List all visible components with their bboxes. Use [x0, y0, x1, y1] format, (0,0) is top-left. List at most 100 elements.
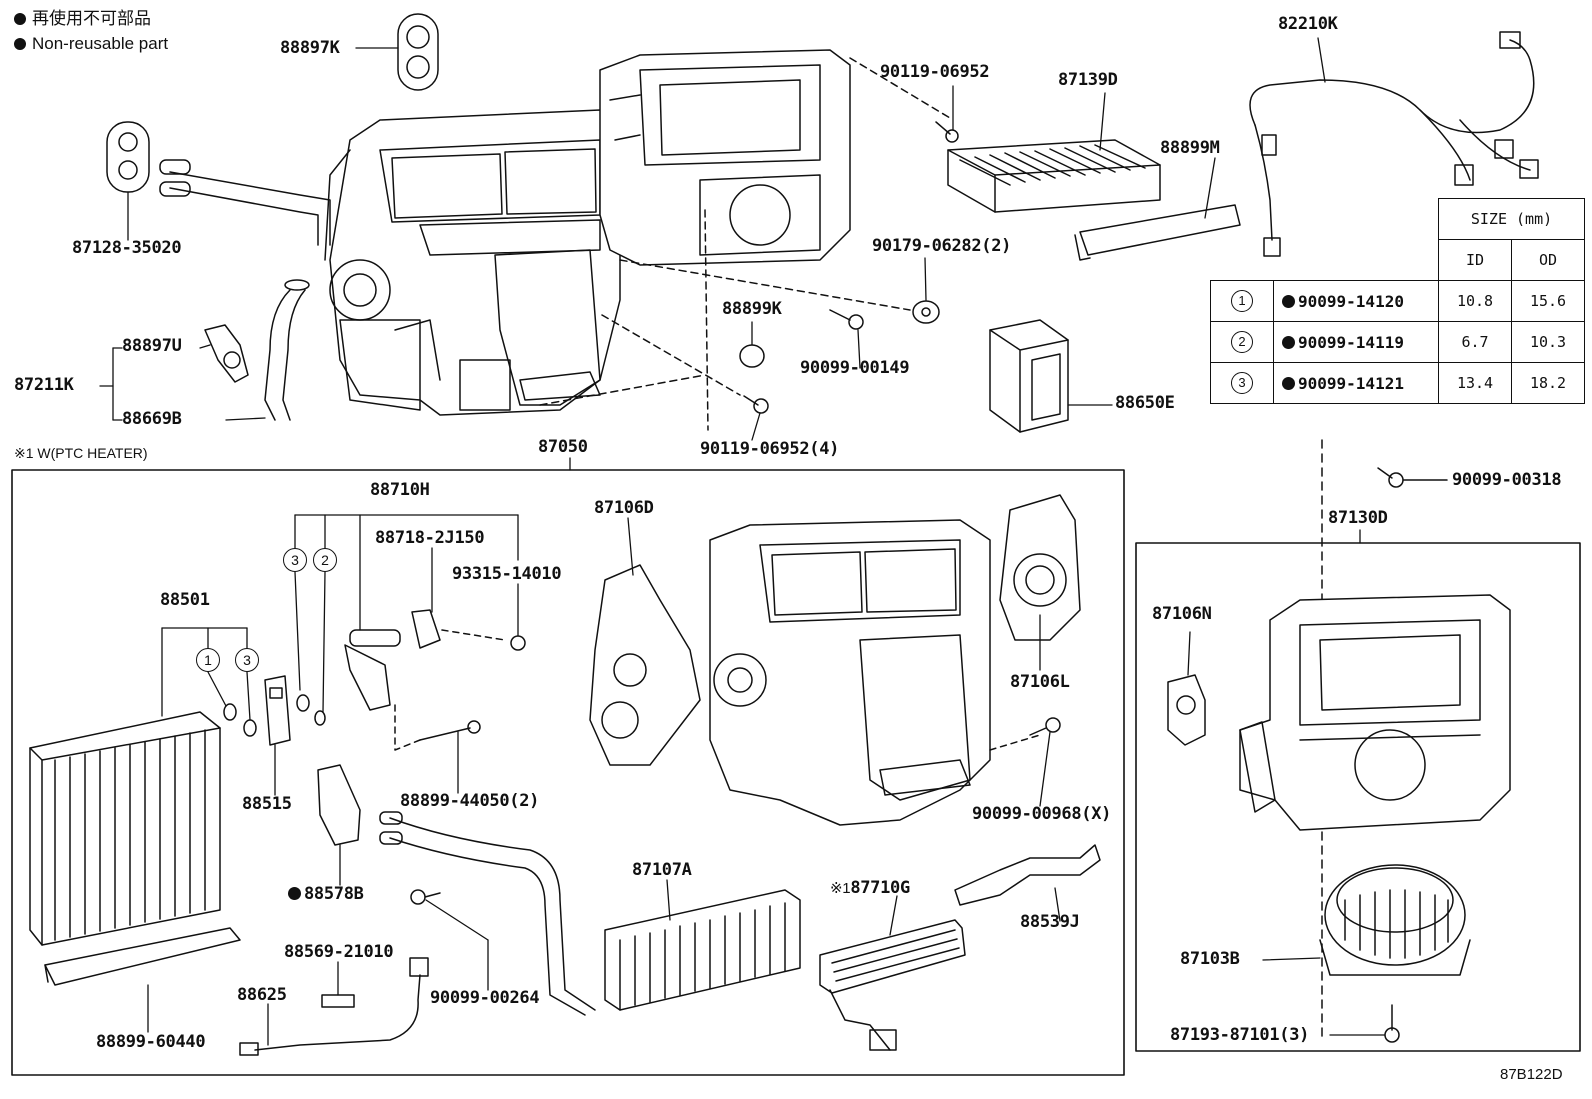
non-reusable-dot-icon — [1282, 335, 1295, 349]
frame-87130D — [1135, 542, 1581, 1052]
row-number: 2 — [1231, 331, 1253, 353]
servo-87106D — [589, 564, 701, 766]
screw-90099-00968 — [1029, 717, 1061, 736]
module-88650E — [989, 319, 1069, 433]
screw-90099-00149 — [829, 309, 864, 330]
ptc-heater-87710G — [819, 919, 966, 1051]
row-part: 90099-14120 — [1298, 291, 1404, 311]
bolt-88899-44050 — [419, 720, 481, 741]
label-87193-87101: 87193-87101(3) — [1170, 1025, 1310, 1045]
row-od: 18.2 — [1511, 362, 1585, 404]
label-87139D: 87139D — [1058, 70, 1118, 90]
row-number: 1 — [1231, 290, 1253, 312]
expansion-valve-88515 — [264, 675, 291, 746]
pipe-88710H — [344, 629, 401, 711]
screw-90119-06952-4 — [743, 395, 769, 414]
label-87106L: 87106L — [1010, 672, 1070, 692]
hvac-unit-87050 — [709, 519, 991, 826]
cabin-filter-87139D — [947, 139, 1161, 213]
grommet-87128-35020 — [106, 121, 150, 193]
duct-88539J — [954, 844, 1101, 906]
diagram-code: 87B122D — [1500, 1066, 1563, 1083]
o-ring-size-table: SIZE (mm) ID OD 1 90099-14120 10.8 15.6 … — [1210, 198, 1585, 404]
label-87710G-text: 87710G — [850, 878, 910, 898]
ring-callout-3: 3 — [283, 548, 307, 572]
label-88515: 88515 — [242, 794, 292, 814]
label-88718-2J150: 88718-2J150 — [375, 528, 485, 548]
label-90099-00264: 90099-00264 — [430, 988, 540, 1008]
sensor-88625 — [239, 957, 429, 1056]
ring-callout-1: 1 — [196, 648, 220, 672]
label-88899K: 88899K — [722, 299, 782, 319]
label-88897U: 88897U — [122, 336, 182, 356]
hvac-assembly-illustration — [159, 49, 851, 421]
table-row: SIZE (mm) — [1211, 198, 1585, 240]
label-82210K: 82210K — [1278, 14, 1338, 34]
screw-87193-87101 — [1384, 1004, 1400, 1043]
label-88897K: 88897K — [280, 38, 340, 58]
grommet-88897K — [397, 13, 439, 91]
label-87106N: 87106N — [1152, 604, 1212, 624]
leader-lines — [99, 37, 1386, 1046]
non-reusable-dot-icon — [1282, 294, 1295, 308]
table-row: 3 90099-14121 13.4 18.2 — [1210, 362, 1585, 404]
screw-90119-06952 — [935, 121, 959, 143]
screw-93315-14010 — [510, 635, 526, 651]
ptc-heater-note: ※1 W(PTC HEATER) — [14, 445, 148, 461]
sensor-88569-21010 — [321, 994, 355, 1008]
blower-motor-87103B — [1319, 864, 1471, 976]
servo-87106N — [1167, 674, 1206, 746]
label-88899-44050: 88899-44050(2) — [400, 791, 540, 811]
valve-88897U — [204, 324, 249, 383]
label-87050: 87050 — [538, 437, 588, 457]
ptc-mark: ※1 — [830, 880, 851, 897]
label-88539J: 88539J — [1020, 912, 1080, 932]
row-od: 10.3 — [1511, 321, 1585, 363]
ring-callout-3: 3 — [235, 648, 259, 672]
label-88899M: 88899M — [1160, 138, 1220, 158]
non-reusable-dot-icon — [14, 38, 26, 50]
label-88578B-text: 88578B — [304, 884, 364, 904]
o-ring-2 — [314, 710, 326, 726]
label-88625: 88625 — [237, 985, 287, 1005]
label-87128-35020: 87128-35020 — [72, 238, 182, 258]
label-87107A: 87107A — [632, 860, 692, 880]
label-88569-21010: 88569-21010 — [284, 942, 394, 962]
legend-en-text: Non-reusable part — [32, 34, 169, 53]
nut-88899K — [739, 344, 765, 368]
label-90119-06952: 90119-06952 — [880, 62, 990, 82]
o-ring-1 — [223, 703, 237, 721]
insulator-88578B — [317, 764, 361, 846]
label-87130D: 87130D — [1328, 508, 1388, 528]
col-od: OD — [1511, 239, 1585, 281]
clamp-88718-2J150 — [411, 609, 441, 649]
legend-japanese: 再使用不可部品 — [14, 10, 151, 27]
wire-harness-82210K — [1249, 31, 1539, 257]
cover-88899-60440 — [44, 927, 241, 986]
table-row: ID OD — [1211, 239, 1585, 281]
label-88501: 88501 — [160, 590, 210, 610]
screw-90099-00318 — [1377, 467, 1404, 488]
blower-unit-87130D — [1239, 594, 1511, 831]
o-ring-3a — [243, 719, 257, 737]
label-88650E: 88650E — [1115, 393, 1175, 413]
row-id: 13.4 — [1438, 362, 1512, 404]
evaporator-88501 — [29, 711, 221, 946]
non-reusable-dot-icon — [14, 13, 26, 25]
label-87211K: 87211K — [14, 375, 74, 395]
label-90099-00149: 90099-00149 — [800, 358, 910, 378]
cover-88899M — [1074, 204, 1241, 261]
row-id: 10.8 — [1438, 280, 1512, 322]
o-ring-3b — [296, 694, 310, 712]
table-row: 2 90099-14119 6.7 10.3 — [1210, 321, 1585, 363]
legend-english: Non-reusable part — [14, 35, 168, 52]
label-88710H: 88710H — [370, 480, 430, 500]
grommet-90179-06282 — [912, 300, 940, 324]
row-number: 3 — [1231, 372, 1253, 394]
row-part: 90099-14119 — [1298, 332, 1404, 352]
label-87710G: ※187710G — [830, 880, 910, 897]
size-header: SIZE (mm) — [1438, 198, 1585, 240]
non-reusable-dot-icon — [1282, 376, 1295, 390]
label-93315-14010: 93315-14010 — [452, 564, 562, 584]
